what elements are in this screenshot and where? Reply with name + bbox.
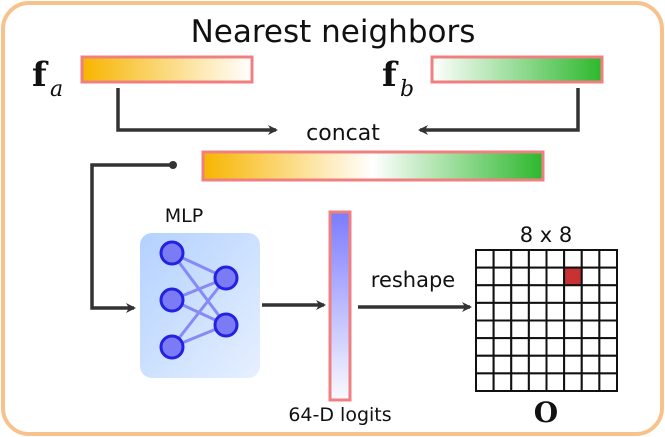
reshape-label: reshape [371, 268, 455, 292]
grid-cell [563, 337, 583, 357]
grid-cell [492, 337, 513, 357]
grid-cell [510, 372, 530, 392]
mlp-box [140, 233, 260, 378]
grid-cell [510, 319, 530, 340]
feature-a-bar [80, 55, 254, 84]
grid-cell [598, 372, 618, 392]
arrow-concat-to-mlp [90, 163, 173, 313]
grid-cell [580, 266, 601, 287]
mlp-node [213, 312, 239, 338]
concat-label: concat [306, 121, 380, 146]
grid-cell [527, 266, 548, 287]
grid-cell [510, 249, 530, 269]
output-label: O [534, 396, 558, 429]
grid-cell [475, 337, 495, 357]
grid-cell [527, 284, 548, 304]
grid-cell [563, 354, 583, 375]
feature-b-label: f b [382, 55, 414, 102]
mlp-label: MLP [165, 205, 203, 227]
grid-cell [598, 266, 618, 287]
logits-label: 64-D logits [288, 404, 391, 426]
grid-cell [580, 249, 601, 269]
grid-cell [475, 354, 495, 375]
grid-cell [580, 284, 601, 304]
grid-cell [527, 337, 548, 357]
mlp-node [159, 334, 185, 360]
arrow-a-to-concat [116, 88, 278, 135]
grid-cell [545, 319, 566, 340]
grid-cell [475, 266, 495, 287]
grid-cell [527, 301, 548, 322]
svg-text:b: b [400, 77, 414, 102]
output-grid [475, 249, 618, 392]
grid-cell [510, 266, 530, 287]
grid-cell [475, 372, 495, 392]
arrow-b-to-concat [418, 88, 580, 135]
grid-cell [492, 372, 513, 392]
grid-cell [527, 354, 548, 375]
grid-cell [492, 319, 513, 340]
grid-cell [527, 249, 548, 269]
mlp-nodes [159, 240, 239, 360]
grid-cell [598, 249, 618, 269]
grid-cell [598, 301, 618, 322]
grid-cell [545, 266, 566, 287]
grid-cell [492, 301, 513, 322]
grid-cell [563, 284, 583, 304]
grid-cell [545, 337, 566, 357]
grid-cell [510, 354, 530, 375]
grid-cell [598, 319, 618, 340]
grid-cell [580, 319, 601, 340]
grid-cell [545, 301, 566, 322]
grid-cell [545, 284, 566, 304]
grid-cell [580, 337, 601, 357]
title: Nearest neighbors [191, 14, 476, 50]
grid-cell [510, 337, 530, 357]
grid-cell [527, 319, 548, 340]
grid-cell [563, 301, 583, 322]
grid-cell [475, 319, 495, 340]
grid-cell [598, 354, 618, 375]
mlp-node [159, 240, 185, 266]
grid-cell [545, 354, 566, 375]
feature-a-label: f a [32, 55, 63, 102]
feature-b-bar [430, 55, 604, 84]
grid-cell [475, 301, 495, 322]
grid-cell [527, 372, 548, 392]
grid-cell [545, 372, 566, 392]
svg-text:f: f [382, 55, 399, 95]
grid-cell [492, 266, 513, 287]
grid-cell [510, 284, 530, 304]
grid-cell [563, 319, 583, 340]
grid-cell-highlighted [563, 266, 583, 287]
grid-cell [545, 249, 566, 269]
grid-cell [598, 337, 618, 357]
grid-label: 8 x 8 [520, 223, 573, 247]
grid-cell [580, 301, 601, 322]
grid-cell [580, 372, 601, 392]
grid-cell [475, 284, 495, 304]
grid-cell [510, 301, 530, 322]
svg-text:a: a [50, 77, 63, 102]
grid-cell [492, 284, 513, 304]
grid-cell [492, 249, 513, 269]
concat-bar [201, 150, 545, 182]
mlp-node [159, 287, 185, 313]
svg-text:f: f [32, 55, 49, 95]
mlp-node [213, 265, 239, 291]
grid-cell [563, 249, 583, 269]
grid-cell [580, 354, 601, 375]
grid-cell [598, 284, 618, 304]
grid-cell [492, 354, 513, 375]
grid-cell [563, 372, 583, 392]
grid-cell [475, 249, 495, 269]
logits-bar [328, 210, 352, 402]
